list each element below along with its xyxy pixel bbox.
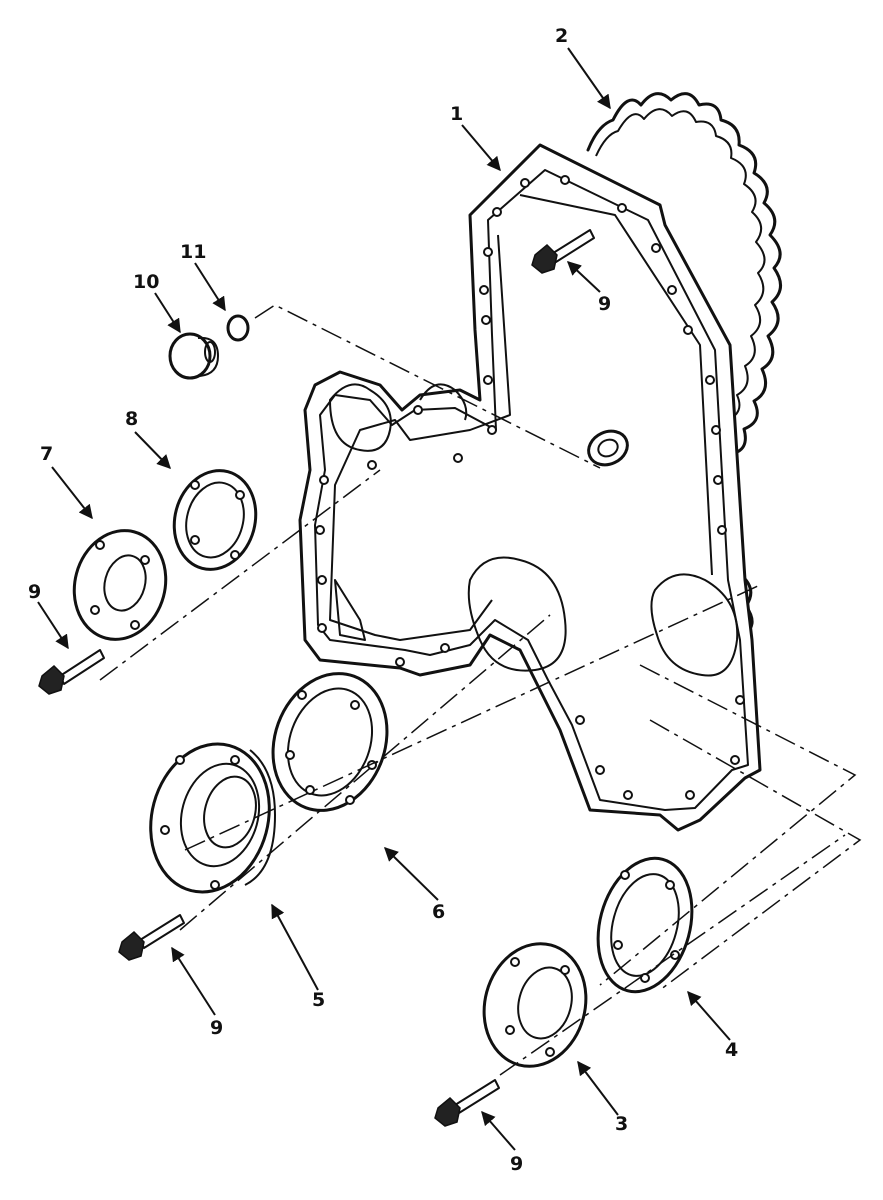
- gasket-6: [271, 672, 389, 812]
- callout-2: 2: [555, 25, 568, 47]
- callout-7: 7: [40, 443, 53, 465]
- callout-8: 8: [125, 408, 138, 430]
- callout-9-left: 9: [28, 581, 41, 603]
- callout-4: 4: [725, 1039, 738, 1061]
- callout-10: 10: [133, 271, 159, 293]
- flange-7: [72, 529, 168, 641]
- flange-3: [482, 942, 588, 1068]
- callout-1: 1: [450, 103, 463, 125]
- seal-housing-5: [149, 742, 276, 894]
- bolt-9-top: [531, 229, 595, 274]
- alignment-lines: [99, 304, 862, 1076]
- callout-6: 6: [432, 901, 445, 923]
- bolt-9-left: [38, 649, 105, 695]
- gasket-4: [596, 856, 694, 994]
- callout-3: 3: [615, 1113, 628, 1135]
- bolt-9-lower-left: [118, 914, 185, 961]
- callout-11: 11: [180, 241, 206, 263]
- callout-9-lower-left: 9: [210, 1017, 223, 1039]
- callout-9-bottom: 9: [510, 1153, 523, 1175]
- callout-labels: 1 2 3 4 5 6 7 8 9 9 9 9 10 11: [28, 25, 738, 1175]
- callout-5: 5: [312, 989, 325, 1011]
- oil-seal: [587, 429, 629, 467]
- callout-9-top: 9: [598, 293, 611, 315]
- o-ring-11: [226, 314, 250, 342]
- gasket-8: [172, 469, 258, 571]
- front-cover-1: [298, 143, 762, 832]
- leader-arrows: [37, 47, 731, 1151]
- cap-10: [168, 332, 219, 380]
- cover-bolt-holes: [315, 175, 745, 800]
- bolt-9-bottom: [434, 1079, 500, 1127]
